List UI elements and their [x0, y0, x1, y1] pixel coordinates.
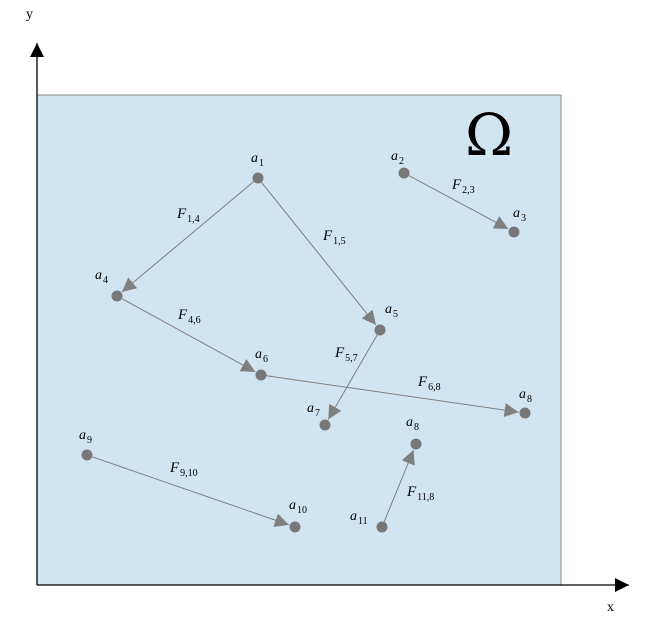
node-label-a8b-base: a — [406, 415, 413, 430]
edge-label-a6-a8: F6,8 — [417, 374, 441, 393]
node-a9 — [81, 449, 93, 461]
node-label-a10: a10 — [289, 498, 307, 516]
node-label-a4-subscript: 4 — [103, 275, 108, 286]
node-label-a6-subscript: 6 — [263, 354, 268, 365]
edge-arrow-a4-a6 — [121, 298, 256, 373]
node-label-a8-subscript: 8 — [527, 394, 532, 405]
node-label-a11-subscript: 11 — [358, 516, 368, 527]
node-a10 — [289, 521, 301, 533]
edge-arrow-a1-a4 — [121, 181, 255, 293]
node-a1 — [252, 172, 264, 184]
nodes-layer — [81, 167, 531, 533]
node-label-a3-base: a — [513, 206, 520, 221]
edge-label-a1-a4: F1,4 — [176, 206, 200, 225]
node-a6 — [255, 369, 267, 381]
node-a5 — [374, 324, 386, 336]
edge-arrow-a9-a10 — [92, 456, 290, 527]
y-axis-label: y — [26, 7, 33, 22]
edge-label-a11-a8b: F11,8 — [406, 484, 434, 503]
node-label-a11-base: a — [350, 509, 357, 524]
node-label-a2-base: a — [391, 149, 398, 164]
edge-label-a9-a10: F9,10 — [169, 460, 198, 479]
node-label-a9-subscript: 9 — [87, 435, 92, 446]
node-label-a2: a2 — [391, 149, 404, 167]
edge-arrow-a2-a3 — [408, 175, 509, 230]
node-a8 — [519, 407, 531, 419]
node-label-a3-subscript: 3 — [521, 213, 526, 224]
node-label-a1-subscript: 1 — [259, 158, 264, 169]
node-label-a4: a4 — [95, 268, 108, 286]
edge-label-a1-a4-base: F — [176, 206, 187, 222]
node-a7 — [319, 419, 331, 431]
x-axis-label: x — [607, 600, 614, 615]
edge-label-a2-a3: F2,3 — [451, 177, 475, 196]
node-a4 — [111, 290, 123, 302]
edge-label-a1-a5-base: F — [322, 228, 333, 244]
edge-label-a1-a4-subscript: 1,4 — [187, 214, 200, 225]
node-label-a8b-subscript: 8 — [414, 422, 419, 433]
node-label-a10-subscript: 10 — [297, 505, 307, 516]
edge-label-a9-a10-subscript: 9,10 — [180, 468, 198, 479]
edge-label-a4-a6-base: F — [177, 307, 188, 323]
node-label-a9-base: a — [79, 428, 86, 443]
edges-layer — [92, 175, 519, 527]
node-a2 — [398, 167, 410, 179]
domain-symbol: Ω — [465, 101, 513, 169]
node-label-a8b: a8 — [406, 415, 419, 433]
node-label-a10-base: a — [289, 498, 296, 513]
edge-label-a4-a6: F4,6 — [177, 307, 201, 326]
node-label-a8-base: a — [519, 387, 526, 402]
node-label-a6: a6 — [255, 347, 268, 365]
node-label-a7-base: a — [307, 401, 314, 416]
node-label-a7-subscript: 7 — [315, 408, 320, 419]
edge-label-a5-a7-base: F — [334, 345, 345, 361]
node-label-a8: a8 — [519, 387, 532, 405]
node-label-a1: a1 — [251, 151, 264, 169]
node-label-a6-base: a — [255, 347, 262, 362]
edge-label-a4-a6-subscript: 4,6 — [188, 315, 201, 326]
edge-label-a5-a7: F5,7 — [334, 345, 358, 364]
node-label-a9: a9 — [79, 428, 92, 446]
node-label-a2-subscript: 2 — [399, 156, 404, 167]
edge-arrow-a1-a5 — [261, 181, 377, 326]
node-a11 — [376, 521, 388, 533]
node-label-a4-base: a — [95, 268, 102, 283]
node-label-a1-base: a — [251, 151, 258, 166]
edge-label-a11-a8b-base: F — [406, 484, 417, 500]
node-label-a5-base: a — [385, 302, 392, 317]
edge-label-a2-a3-base: F — [451, 177, 462, 193]
node-a3 — [508, 226, 520, 238]
edge-arrow-a6-a8 — [266, 375, 519, 418]
node-label-a7: a7 — [307, 401, 320, 419]
edge-arrow-a5-a7 — [327, 334, 378, 420]
edge-label-a2-a3-subscript: 2,3 — [462, 185, 475, 196]
domain-region — [36, 94, 562, 586]
edge-label-a6-a8-subscript: 6,8 — [428, 382, 441, 393]
node-a8b — [410, 438, 422, 450]
edge-label-a6-a8-base: F — [417, 374, 428, 390]
edge-label-a1-a5: F1,5 — [322, 228, 346, 247]
node-label-a3: a3 — [513, 206, 526, 224]
node-label-a5-subscript: 5 — [393, 309, 398, 320]
edge-label-a11-a8b-subscript: 11,8 — [417, 492, 434, 503]
edge-label-a5-a7-subscript: 5,7 — [345, 353, 358, 364]
edge-label-a9-a10-base: F — [169, 460, 180, 476]
node-label-a11: a11 — [350, 509, 368, 527]
node-label-a5: a5 — [385, 302, 398, 320]
edge-label-a1-a5-subscript: 1,5 — [333, 236, 346, 247]
edge-arrow-a11-a8b — [383, 449, 415, 523]
